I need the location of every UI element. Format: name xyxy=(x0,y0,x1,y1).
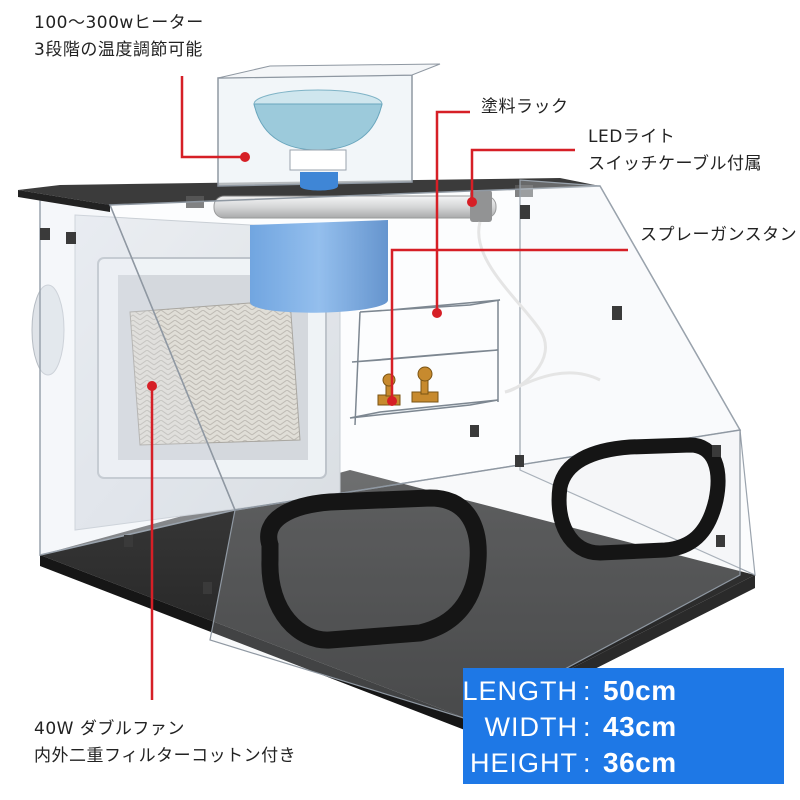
spec-value: 43cm xyxy=(603,711,677,742)
led-light-bar xyxy=(186,185,533,222)
spray-gun-stand-callout-line-1: スプレーガンスタンド xyxy=(640,225,800,245)
fan-callout-line-2: 内外二重フィルターコットン付き xyxy=(34,746,297,766)
heater-unit xyxy=(217,63,441,191)
blue-duct xyxy=(250,220,388,313)
paint-rack-callout: 塗料ラック xyxy=(481,94,569,121)
led-light-callout: LEDライト スイッチケーブル付属 xyxy=(588,124,762,178)
spec-label: HEIGHT xyxy=(469,748,578,778)
spec-row-length: LENGTH : 50cm xyxy=(462,675,784,707)
right-glass-panel xyxy=(519,179,756,576)
callout-lines xyxy=(150,76,628,700)
spec-colon: : xyxy=(583,676,591,706)
led-cable xyxy=(477,221,601,394)
led-light-callout-line-2: スイッチケーブル付属 xyxy=(588,154,762,174)
fan-callout-line-1: 40W ダブルファン xyxy=(34,719,185,739)
spec-row-height: HEIGHT : 36cm xyxy=(463,747,784,779)
spec-value: 36cm xyxy=(603,747,677,778)
fan-callout: 40W ダブルファン 内外二重フィルターコットン付き xyxy=(34,716,296,770)
spray-gun-stand-callout: スプレーガンスタンド xyxy=(640,222,800,249)
top-panel xyxy=(18,178,600,212)
led-light-callout-line-1: LEDライト xyxy=(588,127,676,147)
paint-rack-callout-line-1: 塗料ラック xyxy=(481,97,569,117)
heater-callout-line-1: 100～300wヒーター xyxy=(34,13,204,33)
spec-colon: : xyxy=(583,748,591,778)
paint-rack xyxy=(349,299,501,426)
spec-label: LENGTH xyxy=(462,676,578,706)
spec-label: WIDTH xyxy=(484,712,578,742)
panel-clips xyxy=(40,205,725,594)
spec-value: 50cm xyxy=(603,675,677,706)
callout-dots xyxy=(147,152,477,406)
glove-ports xyxy=(260,437,726,649)
dimensions-panel: LENGTH : 50cm WIDTH : 43cm HEIGHT : 36cm xyxy=(462,668,784,784)
spec-colon: : xyxy=(583,712,591,742)
heater-callout-line-2: 3段階の温度調節可能 xyxy=(34,40,203,60)
spec-row-width: WIDTH : 43cm xyxy=(463,711,784,743)
heater-callout: 100～300wヒーター 3段階の温度調節可能 xyxy=(34,10,204,64)
